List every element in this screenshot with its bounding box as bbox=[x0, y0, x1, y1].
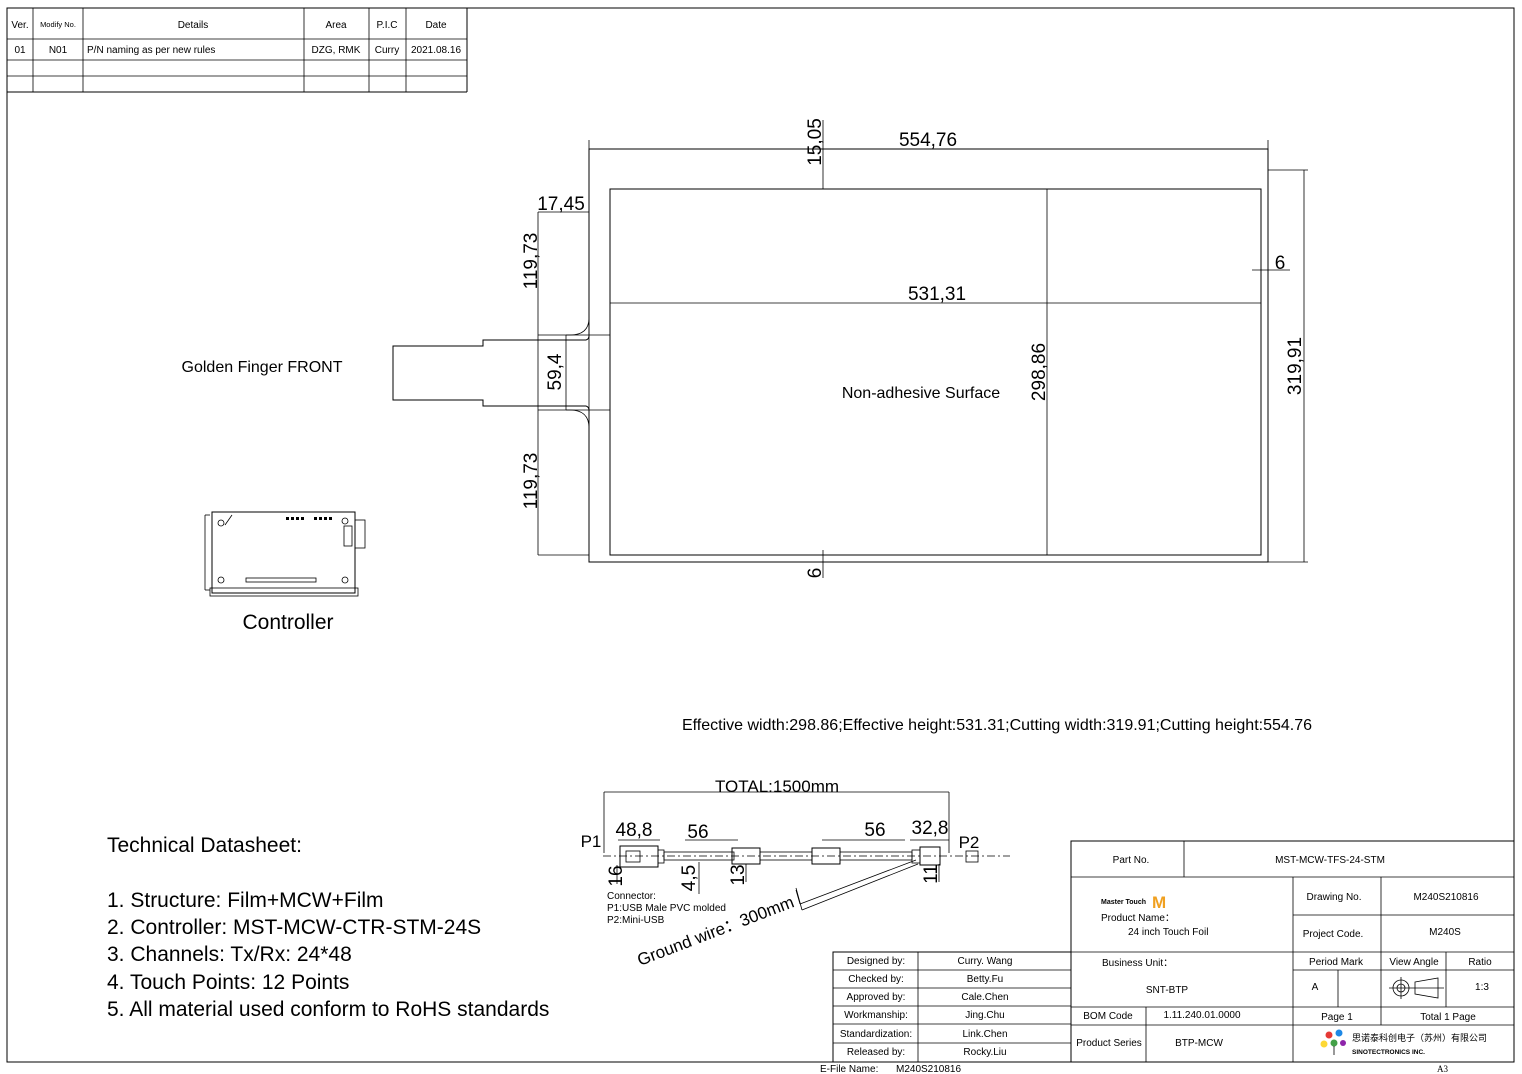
signoff-name-checked: Betty.Fu bbox=[967, 974, 1004, 985]
signoff-name-approved: Cale.Chen bbox=[961, 992, 1008, 1003]
sheet-border bbox=[6, 7, 1515, 1063]
cable-dim-48-8: 48,8 bbox=[616, 820, 653, 841]
cable-dim-11: 11 bbox=[921, 864, 942, 884]
datasheet-item-4: 4. Touch Points: 12 Points bbox=[107, 971, 349, 994]
signoff-label-approved: Approved by: bbox=[847, 992, 906, 1003]
signoff-label-designed: Designed by: bbox=[847, 956, 905, 967]
signoff-label-standardization: Standardization: bbox=[840, 1029, 912, 1040]
rev-cell-date: 2021.08.16 bbox=[411, 45, 461, 56]
surface-label: Non-adhesive Surface bbox=[842, 385, 1000, 402]
datasheet-item-1: 1. Structure: Film+MCW+Film bbox=[107, 889, 384, 912]
efile-value: M240S210816 bbox=[896, 1064, 961, 1074]
business-unit-value: SNT-BTP bbox=[1146, 985, 1189, 996]
cable-dim-4-5: 4,5 bbox=[679, 865, 700, 891]
golden-finger-label: Golden Finger FRONT bbox=[182, 359, 343, 376]
dim-top-width: 554,76 bbox=[899, 130, 957, 151]
title-block bbox=[832, 840, 1515, 1063]
project-code-value: M240S bbox=[1429, 927, 1461, 938]
cutting-summary: Effective width:298.86;Effective height:… bbox=[682, 717, 1312, 734]
view-angle-label: View Angle bbox=[1389, 957, 1439, 968]
cable-p2: P2 bbox=[959, 833, 980, 852]
cable-p1: P1 bbox=[581, 832, 602, 851]
ratio-label: Ratio bbox=[1468, 957, 1492, 968]
cable-total: TOTAL:1500mm bbox=[715, 777, 839, 796]
dim-lower-tail: 119,73 bbox=[521, 453, 542, 510]
logo-mark: M bbox=[1152, 893, 1166, 912]
signoff-label-workmanship: Workmanship: bbox=[844, 1010, 908, 1021]
datasheet-item-5: 5. All material used conform to RoHS sta… bbox=[107, 998, 549, 1021]
drawing-no-value: M240S210816 bbox=[1413, 892, 1478, 903]
signoff-name-released: Rocky.Liu bbox=[963, 1047, 1006, 1058]
logo-text: Master Touch bbox=[1101, 899, 1146, 906]
business-unit-label: Business Unit： bbox=[1102, 958, 1173, 969]
project-code-label: Project Code. bbox=[1303, 929, 1364, 940]
dim-top-offset: 15,05 bbox=[805, 118, 826, 166]
bom-code-value: 1.11.240.01.0000 bbox=[1163, 1010, 1241, 1021]
cable-dim-32-8: 32,8 bbox=[912, 818, 949, 839]
rev-header-date: Date bbox=[425, 20, 447, 31]
drawing-no-label: Drawing No. bbox=[1306, 892, 1361, 903]
signoff-name-standardization: Link.Chen bbox=[962, 1029, 1007, 1040]
rev-header-details: Details bbox=[178, 20, 209, 31]
master-touch-logo: Master Touch M bbox=[1101, 893, 1166, 912]
revision-table: Ver. Modify No. Details Area P.I.C Date … bbox=[7, 8, 468, 93]
dim-effective-height: 298,86 bbox=[1029, 343, 1050, 401]
rev-cell-modify: N01 bbox=[49, 45, 68, 56]
ratio-value: 1:3 bbox=[1475, 982, 1489, 993]
cable-dim-13: 13 bbox=[728, 864, 749, 885]
controller-label: Controller bbox=[242, 611, 333, 634]
usb-cable-drawing bbox=[603, 791, 1010, 911]
product-series-label: Product Series bbox=[1076, 1038, 1142, 1049]
datasheet-item-3: 3. Channels: Tx/Rx: 24*48 bbox=[107, 943, 352, 966]
dim-upper-tail: 119,73 bbox=[521, 233, 542, 290]
cable-dim-56-left: 56 bbox=[687, 822, 708, 843]
rev-header-ver: Ver. bbox=[11, 20, 28, 31]
dim-bottom-margin: 6 bbox=[805, 568, 826, 579]
signoff-name-workmanship: Jing.Chu bbox=[965, 1010, 1004, 1021]
dim-cut-height: 319,91 bbox=[1285, 337, 1306, 395]
signoff-label-checked: Checked by: bbox=[848, 974, 904, 985]
connector-p1: P1:USB Male PVC molded bbox=[607, 903, 726, 914]
controller-board bbox=[204, 511, 366, 597]
datasheet-item-2: 2. Controller: MST-MCW-CTR-STM-24S bbox=[107, 916, 481, 939]
product-name-label: Product Name： bbox=[1101, 913, 1175, 924]
rev-cell-ver: 01 bbox=[14, 45, 26, 56]
rev-header-pic: P.I.C bbox=[377, 20, 398, 31]
dim-effective-width: 531,31 bbox=[908, 284, 966, 305]
period-mark-label: Period Mark bbox=[1309, 957, 1364, 968]
rev-cell-pic: Curry bbox=[375, 45, 399, 56]
company-name-en: SINOTECTRONICS INC. bbox=[1352, 1049, 1425, 1056]
page-number: Page 1 bbox=[1321, 1012, 1353, 1023]
projection-symbol-icon bbox=[1389, 977, 1444, 999]
company-name-cn: 思诺泰科创电子（苏州）有限公司 bbox=[1352, 1032, 1487, 1043]
rev-cell-details: P/N naming as per new rules bbox=[87, 45, 215, 56]
touch-foil-outline bbox=[392, 148, 1269, 563]
rev-cell-area: DZG, RMK bbox=[312, 45, 361, 56]
product-name-value: 24 inch Touch Foil bbox=[1128, 927, 1208, 938]
cable-dim-56-right: 56 bbox=[864, 820, 885, 841]
sheet-size: A3 bbox=[1437, 1064, 1448, 1074]
dimension-lines bbox=[537, 120, 1308, 578]
rev-header-modify: Modify No. bbox=[40, 20, 76, 29]
dim-right-margin: 6 bbox=[1275, 253, 1286, 274]
dim-left-offset: 17,45 bbox=[537, 194, 585, 215]
bom-code-label: BOM Code bbox=[1083, 1011, 1133, 1022]
total-pages: Total 1 Page bbox=[1420, 1012, 1476, 1023]
connector-p2: P2:Mini-USB bbox=[607, 915, 665, 926]
part-no-value: MST-MCW-TFS-24-STM bbox=[1275, 855, 1385, 866]
connector-title: Connector: bbox=[607, 891, 656, 902]
signoff-name-designed: Curry. Wang bbox=[957, 956, 1012, 967]
efile-label: E-File Name: bbox=[820, 1064, 878, 1074]
part-no-label: Part No. bbox=[1113, 855, 1150, 866]
rev-header-area: Area bbox=[325, 20, 347, 31]
datasheet-title: Technical Datasheet: bbox=[107, 834, 302, 857]
dim-finger-width: 59,4 bbox=[545, 353, 566, 390]
signoff-label-released: Released by: bbox=[847, 1047, 905, 1058]
cable-dim-16: 16 bbox=[606, 865, 627, 886]
company-logo-icon bbox=[1320, 1029, 1346, 1055]
period-mark-value: A bbox=[1312, 982, 1319, 993]
product-series-value: BTP-MCW bbox=[1175, 1038, 1223, 1049]
